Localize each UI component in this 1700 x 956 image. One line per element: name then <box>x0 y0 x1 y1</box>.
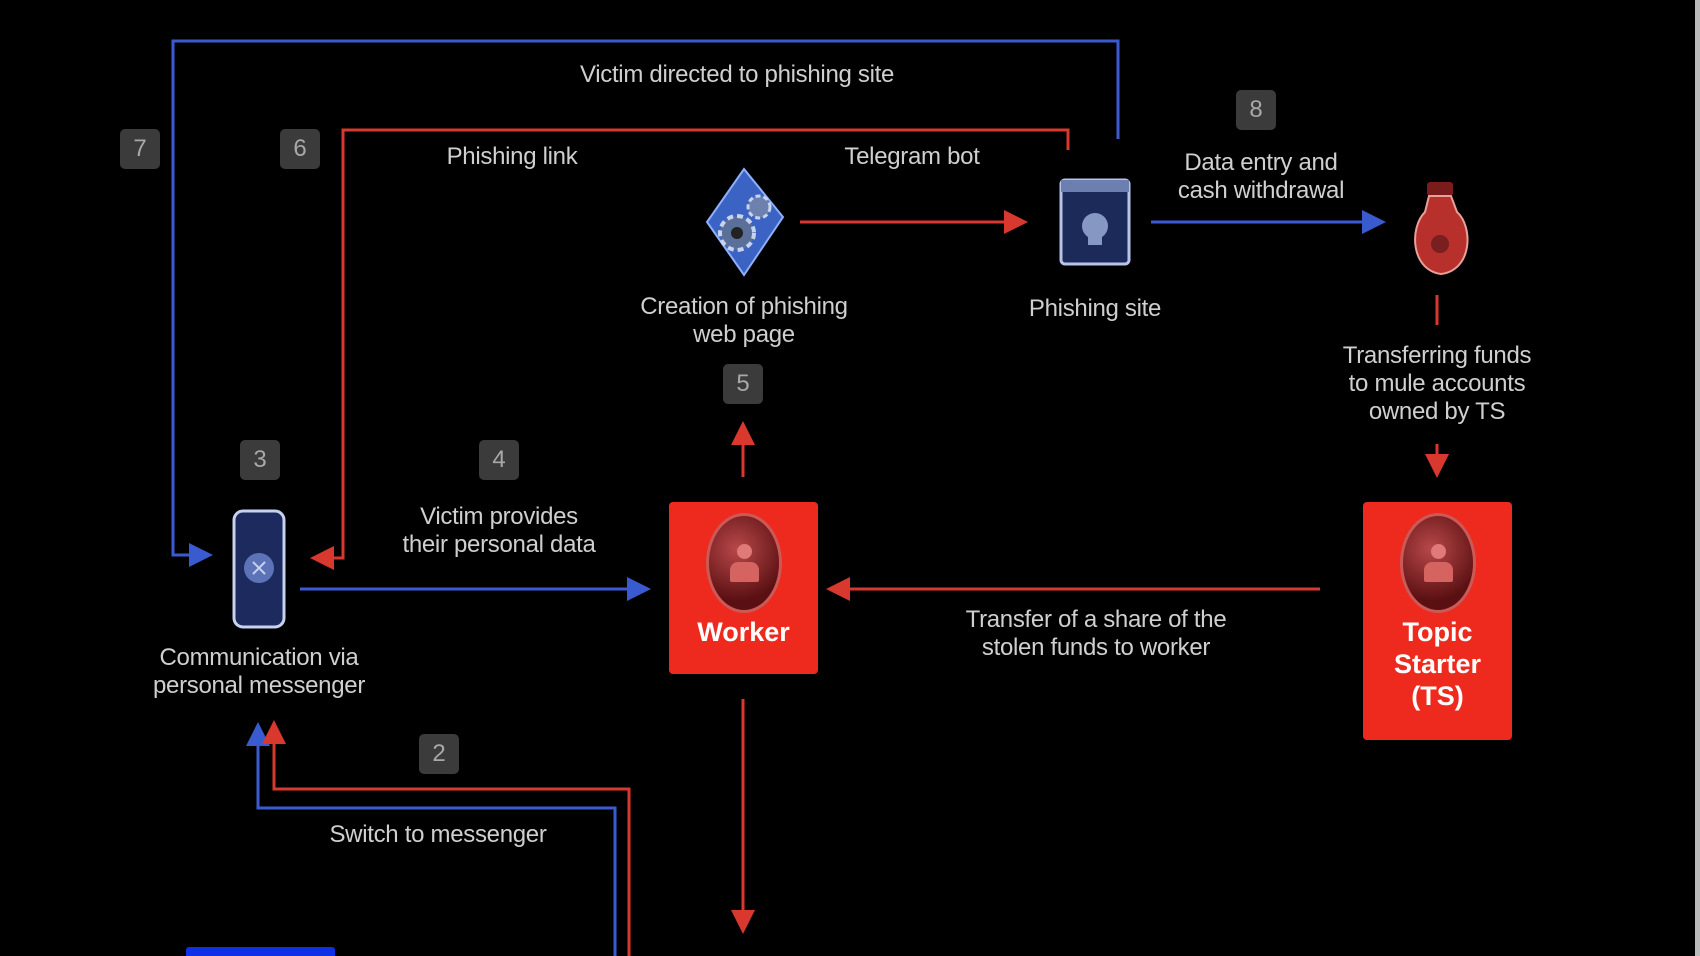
step-badge-6: 6 <box>280 129 320 169</box>
avatar-icon <box>708 516 779 610</box>
avatar-icon <box>1402 516 1473 610</box>
right-edge-strip <box>1695 0 1700 956</box>
switch-red-line <box>262 720 631 956</box>
phishing-site-label: Phishing site <box>1028 295 1162 322</box>
step-badge-8: 8 <box>1236 90 1276 130</box>
phishing-site-icon <box>1059 178 1131 266</box>
phishing-link-label: Phishing link <box>446 143 578 170</box>
worker-label: Worker <box>697 617 790 647</box>
step-badge-5: 5 <box>723 364 763 404</box>
step-badge-7: 7 <box>120 129 160 169</box>
step-badge-2: 2 <box>419 734 459 774</box>
step-badge-3: 3 <box>240 440 280 480</box>
flow-6-line <box>310 128 1070 570</box>
flow-7-line <box>171 39 1120 567</box>
step-badge-4: 4 <box>479 440 519 480</box>
phone-icon <box>232 509 286 629</box>
switch-label: Switch to messenger <box>329 821 547 848</box>
blue-box-fragment <box>186 947 335 956</box>
ts-label-line: Starter <box>1393 649 1482 679</box>
switch-blue-line <box>246 722 617 956</box>
victim-directed-label: Victim directed to phishing site <box>579 61 895 88</box>
telegram-bot-label: Telegram bot <box>844 143 980 170</box>
money-bag-icon <box>1414 182 1469 276</box>
ts-label-line: Topic <box>1402 617 1473 647</box>
topic-starter-node: Topic Starter (TS) <box>1363 502 1512 740</box>
ts-label-line: (TS) <box>1411 681 1464 711</box>
gear-icon <box>705 167 785 277</box>
worker-node: Worker <box>669 502 818 674</box>
